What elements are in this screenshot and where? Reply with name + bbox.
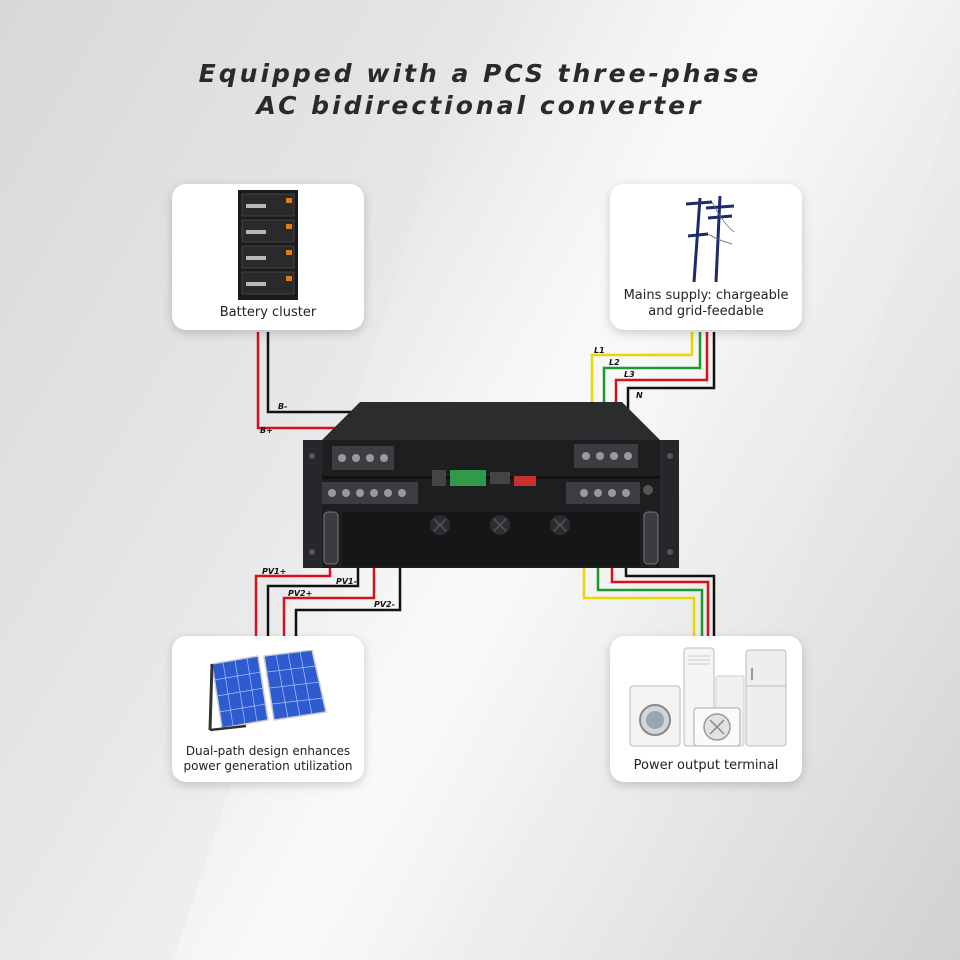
power-output-label: Power output terminal	[633, 758, 779, 773]
wire-label-b-plus: B+	[260, 426, 273, 435]
wire-label-pv2-minus: PV2-	[374, 600, 395, 609]
battery-cluster-label: Battery cluster	[219, 305, 317, 320]
solar-pv-label: Dual-path design enhances power generati…	[172, 744, 364, 774]
power-output-card: Power output terminal	[610, 636, 802, 782]
wire-label-l3: L3	[624, 370, 635, 379]
mains-supply-label-line-2: and grid-feedable	[648, 304, 764, 319]
solar-pv-label-line-2: power generation utilization	[183, 759, 353, 773]
wire-label-pv2-plus: PV2+	[288, 589, 312, 598]
utility-pole-icon	[685, 195, 735, 283]
wire-label-pv1-minus: PV1-	[336, 577, 357, 586]
battery-rack-icon	[238, 190, 298, 300]
mains-supply-label: Mains supply: chargeable and grid-feedab…	[610, 288, 802, 320]
title-line-1: Equipped with a PCS three-phase	[198, 59, 762, 88]
wire-label-b-minus: B-	[278, 402, 287, 411]
page-title: Equipped with a PCS three-phase AC bidir…	[0, 58, 960, 122]
wire-label-l2: L2	[609, 358, 620, 367]
mains-supply-card: Mains supply: chargeable and grid-feedab…	[610, 184, 802, 330]
wire-label-pv1-plus: PV1+	[262, 567, 286, 576]
wire-label-n: N	[636, 391, 643, 400]
solar-pv-label-line-1: Dual-path design enhances	[185, 744, 351, 758]
battery-cluster-card: Battery cluster	[172, 184, 364, 330]
title-line-2: AC bidirectional converter	[256, 91, 704, 120]
pcs-converter-device	[303, 402, 679, 568]
mains-supply-label-line-1: Mains supply: chargeable	[623, 288, 789, 303]
solar-pv-card: Dual-path design enhances power generati…	[172, 636, 364, 782]
solar-panel-icon	[208, 650, 327, 732]
home-appliances-icon	[629, 647, 787, 747]
wire-label-l1: L1	[594, 346, 605, 355]
